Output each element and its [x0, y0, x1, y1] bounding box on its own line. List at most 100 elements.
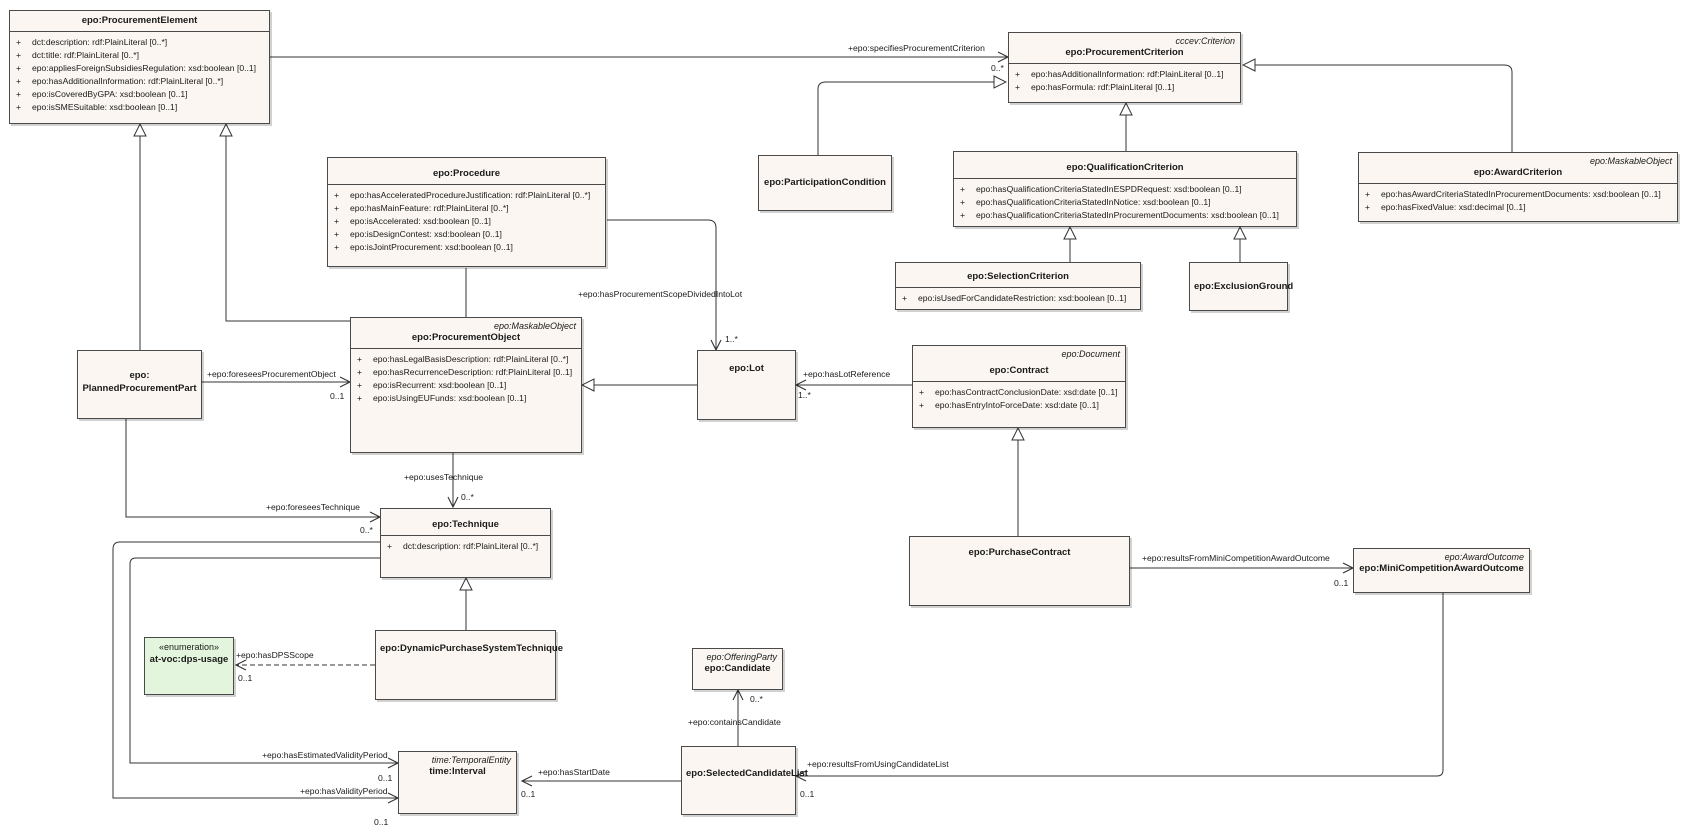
class-attribute: +epo:hasQualificationCriteriaStatedInPro… [960, 209, 1290, 222]
class-attribute: + epo:hasQualificationCriteriaStatedInNot… [960, 196, 1290, 209]
class-stereotype: time:TemporalEntity [431, 755, 511, 765]
attribute-text: epo:hasQualificationCriteriaStatedInNoti… [976, 197, 1211, 207]
attribute-text: epo:hasQualificationCriteriaStatedInESPD… [976, 184, 1242, 194]
visibility-marker: + [1015, 69, 1021, 79]
class-stereotype: epo:Document [1061, 349, 1120, 359]
label-candidate-list-multiplicity: 0..1 [800, 789, 815, 799]
class-name: epo:Procedure [432, 168, 501, 179]
class-selected-candidate-list[interactable]: epo:SelectedCandidateList [681, 746, 808, 815]
class-time-interval[interactable]: time:TemporalEntity time:Interval [398, 751, 517, 814]
class-award-criterion[interactable]: epo:MaskableObject epo:AwardCriterion +e… [1358, 152, 1678, 222]
label-foresees-object-multiplicity: 0..1 [330, 391, 345, 401]
class-qualification-criterion[interactable]: epo:QualificationCriterion +epo:hasQuali… [953, 151, 1297, 227]
visibility-marker: + [1015, 82, 1021, 92]
label-procurement-scope-divided-into-lot: +epo:hasProcurementScopeDividedIntoLot [578, 289, 743, 299]
class-attribute: +epo:hasQualificationCriteriaStatedInESP… [960, 183, 1290, 196]
visibility-marker: + [919, 387, 925, 397]
visibility-marker: + [334, 190, 340, 200]
class-mini-competition-award-outcome[interactable]: epo:AwardOutcome epo:MiniCompetitionAwar… [1353, 548, 1530, 593]
class-contract[interactable]: epo:Document epo:Contract + epo:hasContra… [912, 345, 1126, 428]
class-attribute: +epo:isCoveredByGPA: xsd:boolean [0..1] [16, 88, 263, 101]
class-attribute: +epo:isDesignContest: xsd:boolean [0..1] [334, 228, 599, 241]
visibility-marker: + [16, 102, 22, 112]
visibility-marker: + [16, 76, 22, 86]
visibility-marker: + [357, 393, 363, 403]
enum-dps-usage[interactable]: «enumeration» at-voc:dps-usage [144, 637, 234, 695]
class-procurement-element[interactable]: epo:ProcurementElement +dct:description:… [9, 10, 270, 124]
class-exclusion-ground[interactable]: epo:ExclusionGround [1189, 262, 1294, 311]
class-dps-technique[interactable]: epo:DynamicPurchaseSystemTechnique [375, 630, 564, 700]
class-procurement-criterion[interactable]: cccev:Criterion epo:ProcurementCriterion… [1008, 32, 1241, 103]
label-contains-candidate-multiplicity: 0..* [750, 694, 763, 704]
class-attribute: +epo:hasFormula: rdf:PlainLiteral [0..1] [1015, 81, 1234, 94]
assoc-has-validity-period [112, 541, 398, 798]
gen-award-to-criterion [1243, 65, 1513, 152]
attribute-text: epo:isCoveredByGPA: xsd:boolean [0..1] [32, 89, 188, 99]
attribute-text: epo:hasQualificationCriteriaStatedInProc… [976, 210, 1279, 220]
label-has-start-date: +epo:hasStartDate [538, 767, 610, 777]
class-name: epo:DynamicPurchaseSystemTechnique [380, 643, 564, 654]
class-procedure[interactable]: epo:Procedure +epo:hasAcceleratedProcedu… [327, 157, 606, 267]
visibility-marker: + [919, 400, 925, 410]
attribute-text: epo:hasContractConclusionDate: xsd:date … [935, 387, 1118, 397]
label-uses-technique-multiplicity: 0..* [461, 492, 474, 502]
visibility-marker: + [16, 63, 22, 73]
enum-stereotype: «enumeration» [158, 642, 220, 652]
attribute-text: epo:hasMainFeature: rdf:PlainLiteral [0.… [350, 203, 509, 213]
class-selection-criterion[interactable]: epo:SelectionCriterion +epo:isUsedForCan… [895, 262, 1141, 310]
attribute-text: epo:hasRecurrenceDescription: rdf:PlainL… [373, 367, 573, 377]
class-technique[interactable]: epo:Technique +dct:description: rdf:Plai… [380, 508, 551, 578]
class-name: at-voc:dps-usage [149, 654, 229, 665]
attribute-text: epo:isAccelerated: xsd:boolean [0..1] [350, 216, 491, 226]
attribute-text: epo:hasAwardCriteriaStatedInProcurementD… [1381, 189, 1661, 199]
class-attribute: + epo:hasContractConclusionDate: xsd:date… [919, 386, 1119, 399]
class-name: epo:SelectedCandidateList [686, 768, 808, 779]
label-results-mini-multiplicity: 0..1 [1334, 578, 1349, 588]
class-participation-condition[interactable]: epo:ParticipationCondition [758, 155, 892, 211]
class-attribute: +epo:isUsingEUFunds: xsd:boolean [0..1] [357, 392, 575, 405]
class-name: epo:Contract [989, 365, 1049, 376]
label-estimated-validity-multiplicity: 0..1 [378, 773, 393, 783]
label-has-lot-reference: +epo:hasLotReference [803, 369, 891, 379]
class-planned-procurement-part[interactable]: epo: PlannedProcurementPart [77, 350, 202, 419]
attribute-text: dct:title: rdf:PlainLiteral [0..*] [32, 50, 139, 60]
class-attribute: +epo:isSMESuitable: xsd:boolean [0..1] [16, 101, 263, 114]
attribute-text: epo:hasAdditionalInformation: rdf:PlainL… [1031, 69, 1224, 79]
label-contains-candidate: +epo:containsCandidate [688, 717, 781, 727]
class-attribute: + epo:hasAwardCriteriaStatedInProcurement… [1365, 188, 1671, 201]
label-divided-multiplicity: 1..* [725, 334, 738, 344]
class-name: epo:ExclusionGround [1194, 280, 1294, 292]
visibility-marker: + [357, 380, 363, 390]
class-procurement-object[interactable]: epo:MaskableObject epo:ProcurementObject… [350, 317, 582, 453]
visibility-marker: + [357, 367, 363, 377]
attribute-text: dct:description: rdf:PlainLiteral [0..*] [403, 541, 539, 551]
label-results-from-mini-competition: +epo:resultsFromMiniCompetitionAwardOutc… [1142, 553, 1330, 563]
class-name: epo:Lot [729, 363, 764, 374]
visibility-marker: + [334, 229, 340, 239]
class-attribute: +epo:isAccelerated: xsd:boolean [0..1] [334, 215, 599, 228]
attribute-text: epo:appliesForeignSubsidiesRegulation: x… [32, 63, 257, 73]
class-stereotype: epo:MaskableObject [493, 321, 576, 331]
class-name: epo:QualificationCriterion [1066, 162, 1184, 173]
label-uses-technique: +epo:usesTechnique [404, 472, 484, 482]
attribute-text: dct:description: rdf:PlainLiteral [0..*] [32, 37, 168, 47]
class-name-line2: PlannedProcurementPart [82, 383, 197, 394]
class-purchase-contract[interactable]: epo:PurchaseContract [909, 536, 1130, 606]
assoc-estimated-validity-period [129, 557, 398, 763]
visibility-marker: + [1365, 189, 1371, 199]
class-name: epo:Technique [432, 519, 499, 530]
label-has-dps-scope: +epo:hasDPSScope [236, 650, 314, 660]
class-attribute: + epo:appliesForeignSubsidiesRegulation: … [16, 62, 263, 75]
class-name-line1: epo: [129, 370, 150, 381]
attribute-text: epo:isUsedForCandidateRestriction: xsd:b… [918, 293, 1127, 303]
class-attribute: + epo:hasAdditionalInformation: rdf:Plain… [1015, 68, 1234, 81]
class-lot[interactable]: epo:Lot [697, 350, 796, 420]
visibility-marker: + [960, 197, 966, 207]
class-name: epo:ProcurementCriterion [1065, 47, 1184, 58]
class-candidate[interactable]: epo:OfferingParty epo:Candidate [692, 648, 783, 690]
assoc-procedure-to-lot [607, 219, 716, 350]
attribute-text: epo:isRecurrent: xsd:boolean [0..1] [373, 380, 507, 390]
label-specifies-multiplicity: 0..* [991, 63, 1004, 73]
class-attribute: +epo:hasFixedValue: xsd:decimal [0..1] [1365, 201, 1671, 214]
gen-procurement-object-to-procurement-element [226, 124, 352, 322]
